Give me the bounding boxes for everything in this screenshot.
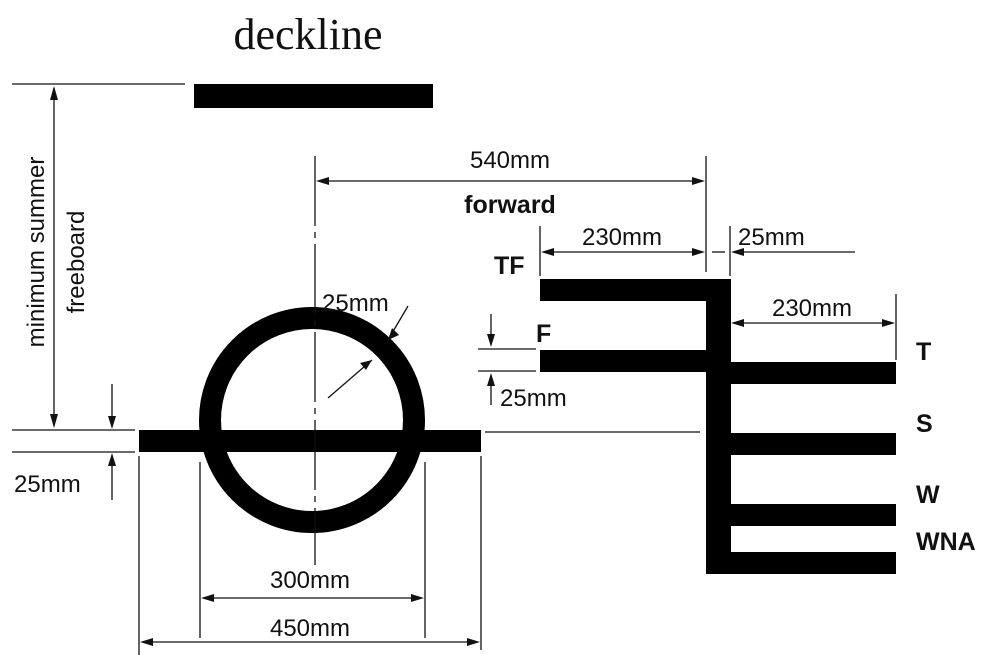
t-mark-bar: [706, 362, 896, 384]
freeboard-dimension: [12, 83, 185, 431]
line-length-dimension: [138, 456, 482, 655]
disc-thickness-label: 25mm: [322, 290, 389, 317]
forward-label: forward: [464, 191, 556, 219]
mark-thickness-dimension: [478, 314, 536, 405]
tf-length-dimension: [539, 226, 705, 276]
wna-mark-bar: [706, 552, 896, 574]
mark-thickness-label: 25mm: [500, 385, 567, 412]
w-mark-bar: [706, 504, 896, 526]
load-line-marks: [540, 279, 896, 574]
line-thickness-label-left: 25mm: [14, 471, 81, 498]
tf-mark-label: TF: [494, 252, 525, 280]
vertical-mark-bar: [706, 279, 731, 574]
disc-diameter-dimension: [199, 462, 426, 638]
t-mark-label: T: [916, 338, 931, 366]
distance-label: 540mm: [470, 147, 550, 174]
disc-thickness-pointer: [327, 305, 409, 399]
mark-length-dimension: [731, 294, 897, 360]
f-mark-label: F: [536, 320, 551, 348]
tf-length-label: 230mm: [582, 224, 662, 251]
s-mark-label: S: [916, 410, 933, 438]
distance-dimension: [316, 156, 707, 272]
tf-mark-bar: [540, 279, 731, 301]
disc-diameter-label: 300mm: [270, 567, 350, 594]
wna-mark-label: WNA: [916, 528, 976, 556]
freeboard-label-line1: minimum summer: [23, 157, 50, 348]
vertical-gap-dimension: [712, 226, 855, 276]
deckline-title: deckline: [233, 10, 382, 59]
s-mark-bar: [706, 433, 896, 455]
vertical-gap-label: 25mm: [738, 224, 805, 251]
f-mark-bar: [540, 350, 731, 372]
plimsoll-disc: [199, 307, 425, 533]
deck-line-bar: [194, 84, 433, 108]
mark-length-label: 230mm: [772, 295, 852, 322]
plimsoll-line: [139, 430, 481, 452]
line-length-label: 450mm: [270, 615, 350, 642]
line-thickness-dimension: [12, 384, 135, 500]
freeboard-label-line2: freeboard: [63, 211, 90, 314]
w-mark-label: W: [916, 481, 940, 509]
